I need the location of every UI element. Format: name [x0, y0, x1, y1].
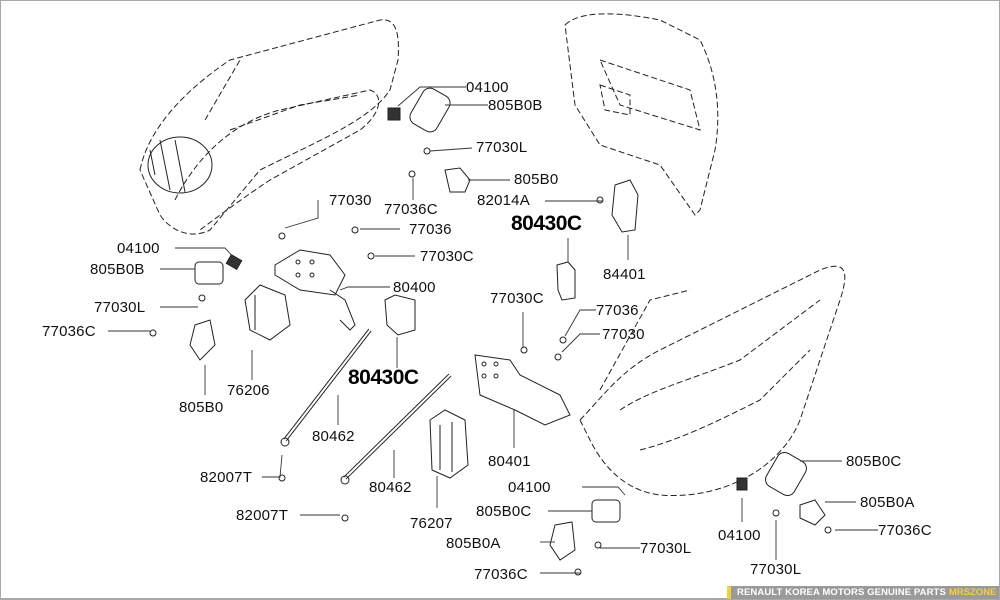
callout-80462: 80462 — [312, 428, 355, 445]
callout-04100: 04100 — [466, 79, 509, 96]
door-frame-upper-right — [564, 13, 719, 216]
callout-805b0a: 805B0A — [446, 535, 501, 552]
callout-805b0a: 805B0A — [860, 494, 915, 511]
callout-77030c: 77030C — [490, 290, 544, 307]
callout-80430c: 80430C — [348, 366, 419, 389]
callout-77030l: 77030L — [94, 299, 146, 316]
door-panel-upper-left — [139, 19, 399, 235]
callout-04100: 04100 — [117, 240, 160, 257]
callout-805b0c: 805B0C — [846, 453, 902, 470]
callout-82014a: 82014A — [477, 192, 530, 209]
callout-805b0: 805B0 — [514, 171, 559, 188]
footer-accent-bar — [727, 586, 731, 599]
callout-76207: 76207 — [410, 515, 453, 532]
hinge-upper — [274, 249, 356, 331]
callout-77030c: 77030C — [420, 248, 474, 265]
callout-04100: 04100 — [508, 479, 551, 496]
callout-82007t: 82007T — [200, 469, 253, 486]
callout-80400: 80400 — [393, 279, 436, 296]
callout-77036: 77036 — [409, 221, 452, 238]
callout-77030l: 77030L — [476, 139, 528, 156]
spring-clip-lower-mid — [591, 499, 621, 523]
footer-text: RENAULT KOREA MOTORS GENUINE PARTS — [737, 587, 946, 598]
callout-80462: 80462 — [369, 479, 412, 496]
bolts — [149, 147, 832, 576]
door-panel-lower-right — [579, 265, 846, 497]
callout-80401: 80401 — [488, 453, 531, 470]
callout-77030l: 77030L — [640, 540, 692, 557]
callout-77036c: 77036C — [474, 566, 528, 583]
hinge-lower — [474, 354, 571, 426]
callout-77036c: 77036C — [878, 522, 932, 539]
plate-80430c-left — [384, 294, 416, 336]
latch-84401 — [611, 179, 639, 233]
callout-84401: 84401 — [603, 266, 646, 283]
speaker-grille-upper-left — [147, 136, 213, 194]
leader-lines — [108, 86, 878, 574]
callout-805b0b: 805B0B — [90, 261, 145, 278]
plate-80430c-right — [556, 261, 576, 301]
callout-76206: 76206 — [227, 382, 270, 399]
spring-clip-upper — [387, 87, 451, 133]
callout-77036: 77036 — [596, 302, 639, 319]
callout-82007t: 82007T — [236, 507, 289, 524]
gas-strut-right — [340, 373, 452, 485]
footer-brand: MRSZONE — [948, 587, 997, 598]
bracket-76207 — [429, 409, 469, 479]
gas-strut-left — [280, 328, 372, 447]
callout-805b0c: 805B0C — [476, 503, 532, 520]
footer-banner: RENAULT KOREA MOTORS GENUINE PARTS MRSZO… — [727, 586, 999, 599]
callout-77030: 77030 — [602, 326, 645, 343]
callout-04100: 04100 — [718, 527, 761, 544]
callout-805b0b: 805B0B — [488, 97, 543, 114]
spring-clip-lower-right — [736, 451, 807, 497]
callout-80430c: 80430C — [511, 212, 582, 235]
callout-77036c: 77036C — [384, 201, 438, 218]
spring-clip-left — [194, 253, 243, 285]
callout-805b0: 805B0 — [179, 399, 224, 416]
callout-77030: 77030 — [329, 192, 372, 209]
callout-77030l: 77030L — [750, 561, 802, 578]
callout-77036c: 77036C — [42, 323, 96, 340]
bracket-76206 — [244, 284, 291, 341]
